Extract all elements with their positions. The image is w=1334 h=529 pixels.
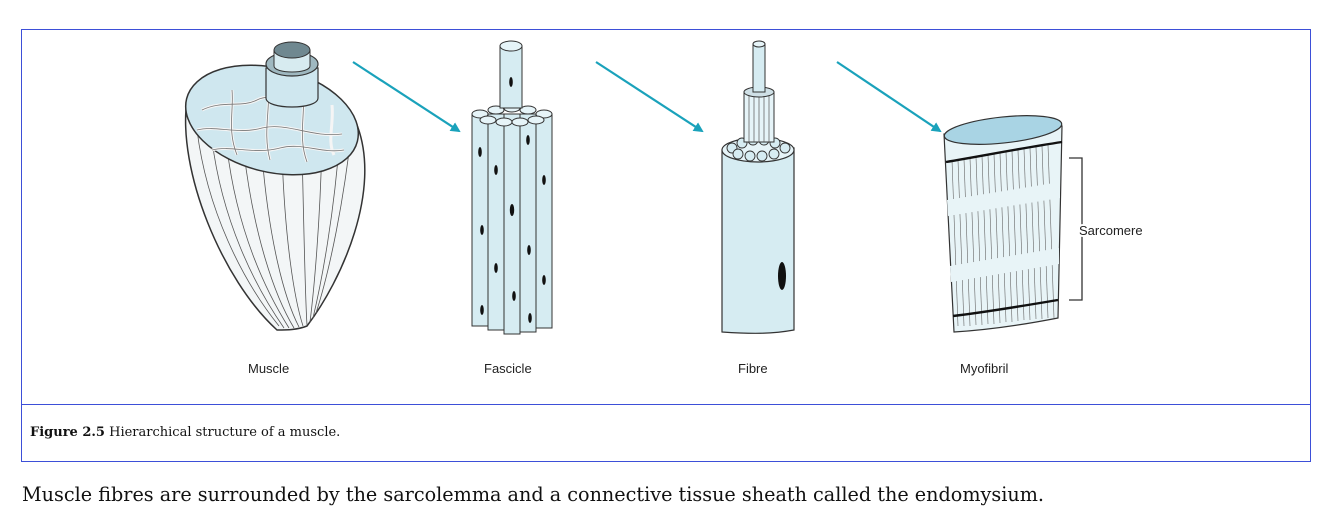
myofibril-illustration: Sarcomere Myofibril xyxy=(943,115,1145,376)
caption-bar: Figure 2.5 Hierarchical structure of a m… xyxy=(22,404,1310,461)
fascicle-illustration: Fascicle xyxy=(471,40,553,376)
arrow-muscle-to-fascicle xyxy=(352,61,461,133)
sarcomere-bracket xyxy=(1069,157,1083,301)
muscle-illustration: Muscle xyxy=(184,41,366,376)
fibre-illustration: Fibre xyxy=(721,40,795,376)
figure-caption: Figure 2.5 Hierarchical structure of a m… xyxy=(30,425,340,440)
muscle-label: Muscle xyxy=(248,361,289,376)
figure-number: Figure 2.5 xyxy=(30,425,105,440)
sarcomere-label: Sarcomere xyxy=(1079,223,1143,238)
fibre-label: Fibre xyxy=(738,361,768,376)
fascicle-label: Fascicle xyxy=(484,361,532,376)
arrow-fibre-to-myofibril xyxy=(836,61,942,133)
body-paragraph: Muscle fibres are surrounded by the sarc… xyxy=(22,483,1044,506)
figure-caption-text: Hierarchical structure of a muscle. xyxy=(104,425,341,440)
arrow-fascicle-to-fibre xyxy=(595,61,704,133)
myofibril-label: Myofibril xyxy=(960,361,1009,376)
figure-frame: Muscle xyxy=(21,29,1311,462)
muscle-hierarchy-diagram: Muscle xyxy=(184,40,1145,376)
